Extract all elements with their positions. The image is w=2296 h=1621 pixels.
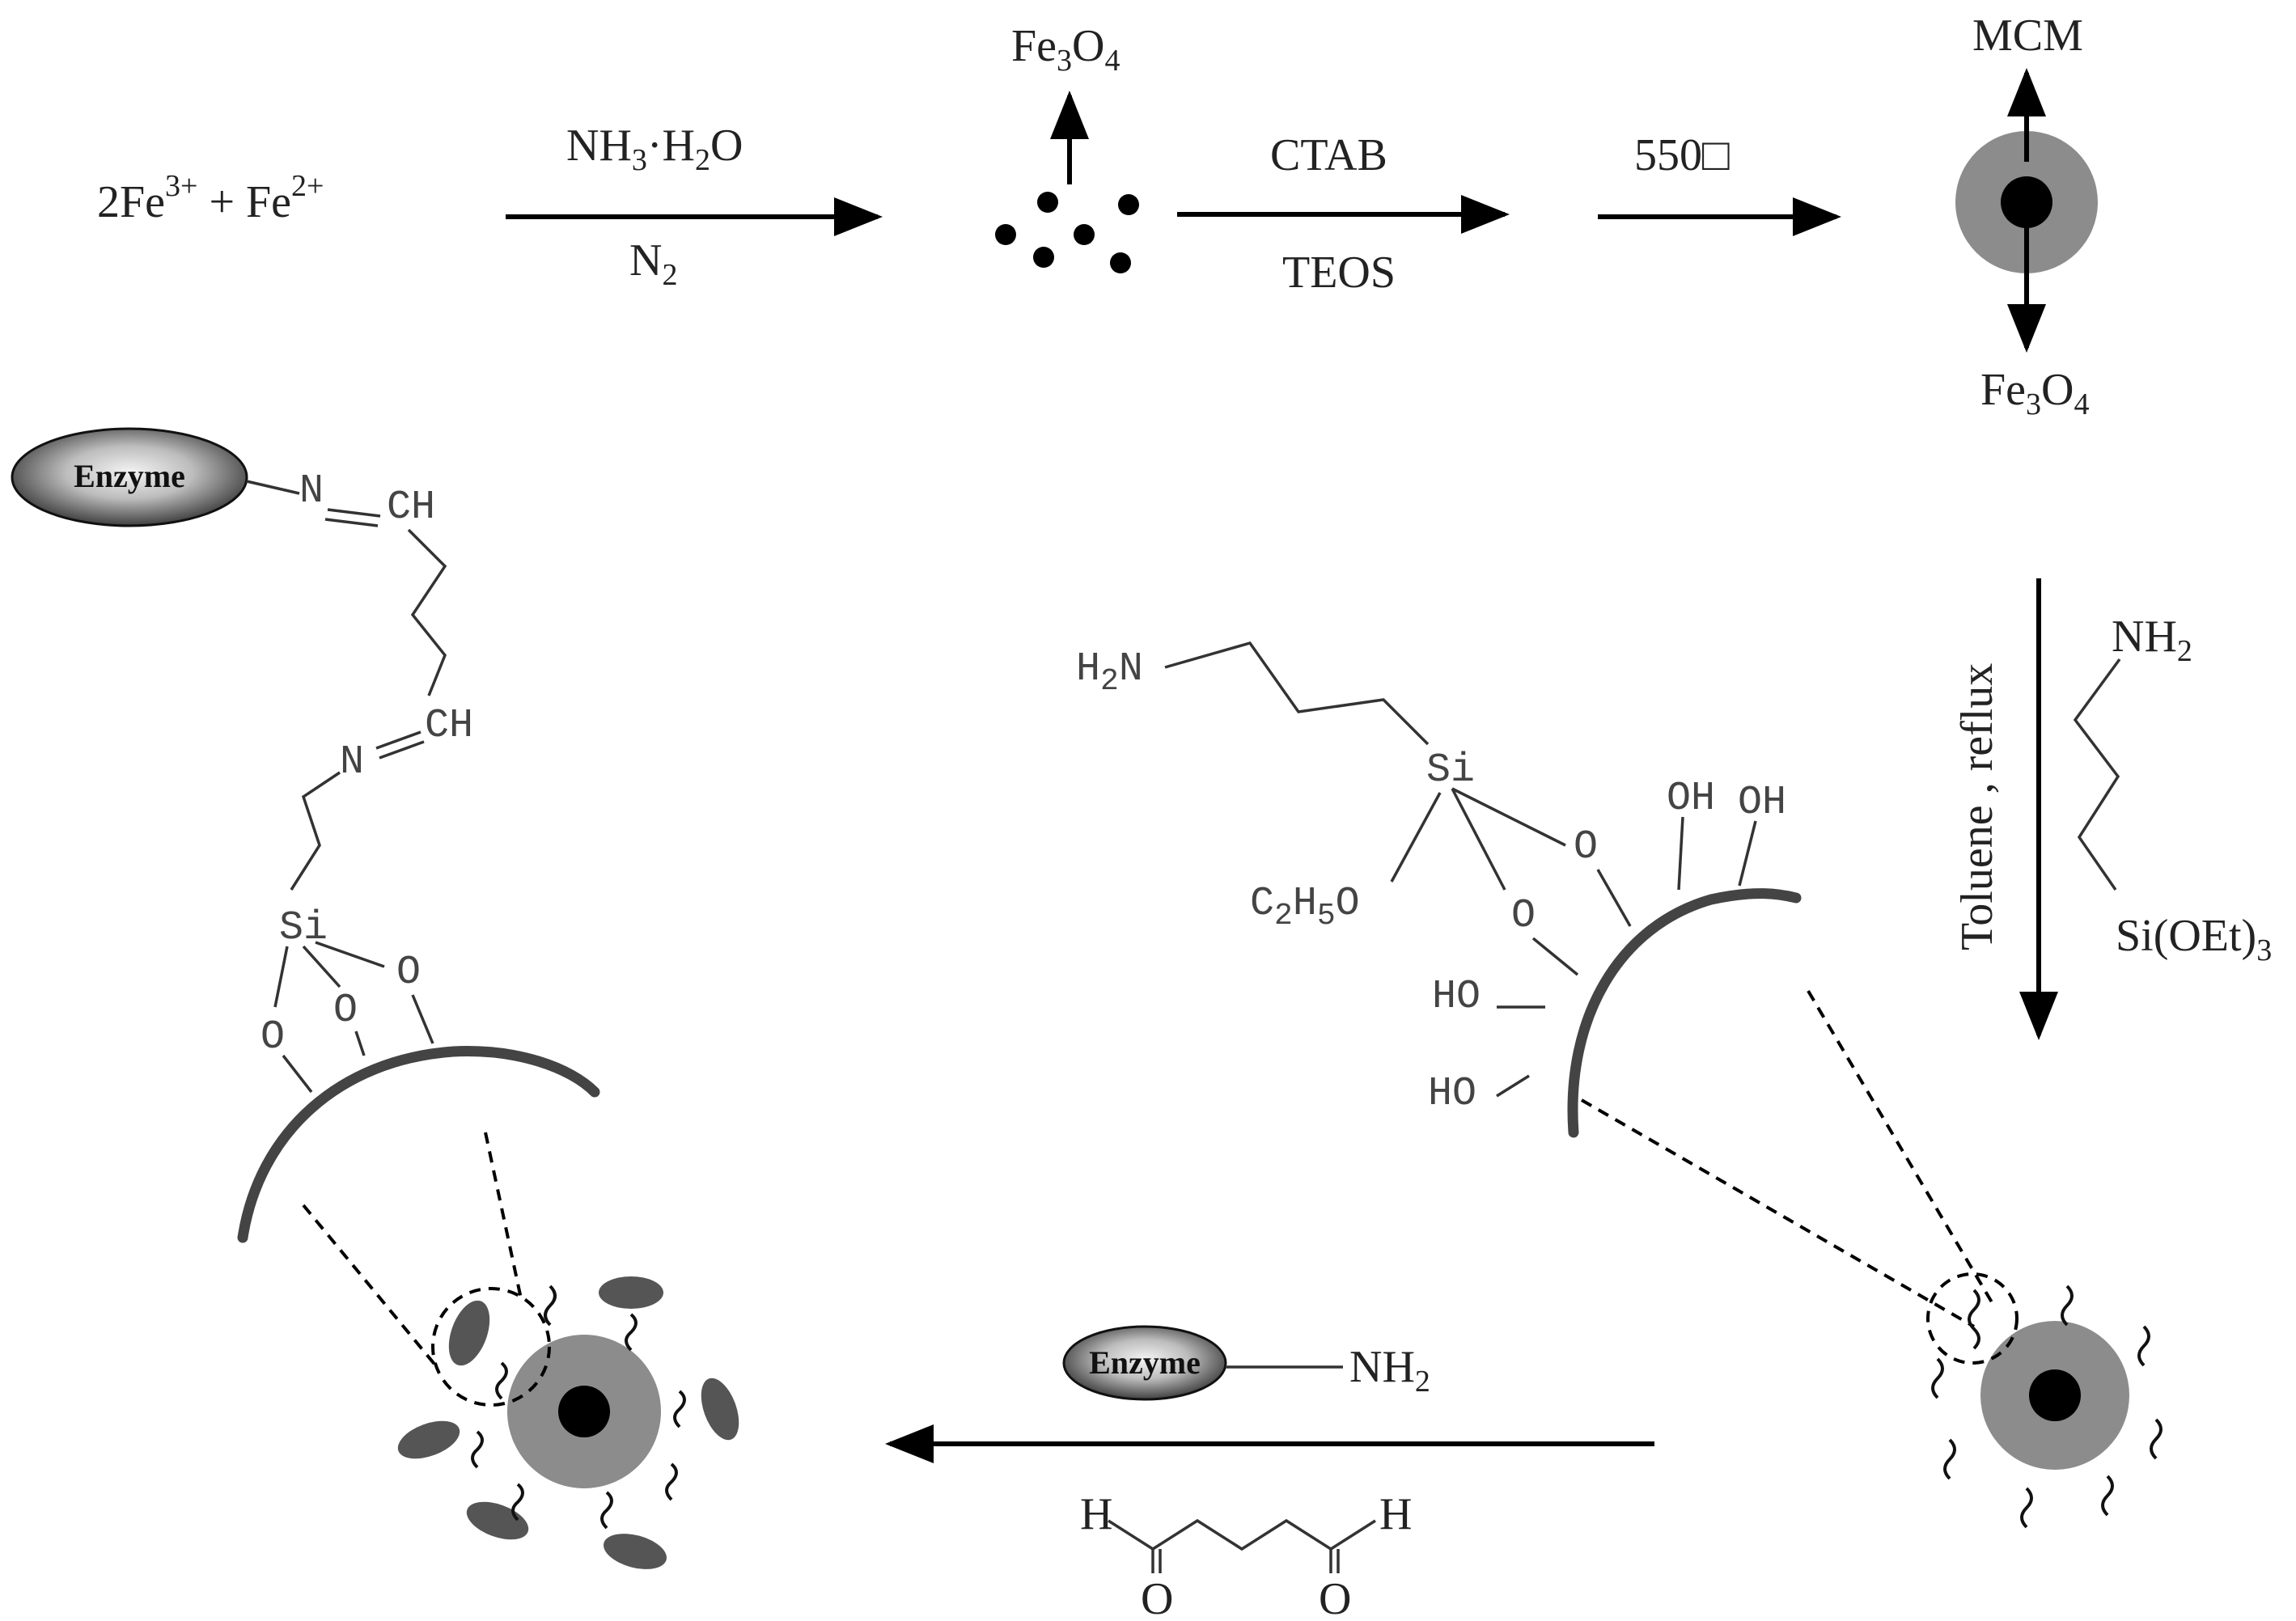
aldehyde-h-right: H bbox=[1379, 1489, 1412, 1539]
enzyme-ellipse-top bbox=[11, 427, 248, 527]
reactants: 2Fe3+ + Fe2+ bbox=[97, 169, 324, 227]
oxygen-2: O bbox=[1511, 893, 1536, 939]
core-shell-particle: MCM Fe3O4 bbox=[1955, 11, 2098, 421]
imine-ch-2: CH bbox=[425, 703, 473, 749]
hydroxyl-3: HO bbox=[1432, 974, 1481, 1020]
immobilized-enzyme-structure: Enzyme N CH CH N Si O O O bbox=[11, 427, 600, 1369]
step4-arrow: Toluene , reflux NH2 Si(OEt)3 bbox=[1952, 578, 2272, 1040]
enzyme-nh2: NH2 bbox=[1349, 1342, 1430, 1399]
surface-arc-left bbox=[237, 1046, 600, 1243]
fe3o4-nanoparticles: Fe3O4 bbox=[995, 21, 1139, 273]
hydroxyl-1: OH bbox=[1667, 776, 1715, 822]
imine-n-2: N bbox=[340, 739, 364, 785]
oxygen-1: O bbox=[1574, 824, 1598, 870]
core-fe3o4-label: Fe3O4 bbox=[1980, 365, 2089, 421]
step1-reagent-nh3h2o: NH3·H2O bbox=[566, 121, 743, 177]
step1-arrow: NH3·H2O N2 bbox=[506, 121, 883, 292]
mcm-label: MCM bbox=[1972, 11, 2083, 61]
svg-text:2Fe3+ + Fe2+: 2Fe3+ + Fe2+ bbox=[97, 169, 324, 227]
step2-teos: TEOS bbox=[1282, 248, 1396, 298]
enzyme-label: Enzyme bbox=[1089, 1344, 1201, 1381]
enzyme-top-label: Enzyme bbox=[74, 458, 185, 494]
h2n-group: H2N bbox=[1076, 646, 1143, 699]
aldehyde-h-left: H bbox=[1080, 1489, 1112, 1539]
enzyme-ellipse bbox=[1062, 1325, 1227, 1401]
fe3o4-label: Fe3O4 bbox=[1011, 21, 1120, 78]
enzyme-immobilized-particle bbox=[397, 1276, 739, 1569]
ethoxy-group: C2H5O bbox=[1250, 881, 1360, 933]
oxygen-left-3: O bbox=[261, 1014, 285, 1060]
aptes-nh2: NH2 bbox=[2112, 612, 2192, 668]
imine-n-1: N bbox=[299, 468, 324, 514]
imine-ch-1: CH bbox=[387, 485, 435, 531]
oxygen-left-1: O bbox=[396, 950, 421, 996]
hydroxyl-4: HO bbox=[1428, 1071, 1476, 1117]
hydroxyl-2: OH bbox=[1738, 780, 1786, 826]
step2-ctab: CTAB bbox=[1270, 130, 1387, 180]
step3-temperature: 550□ bbox=[1634, 130, 1730, 180]
step1-condition-n2: N2 bbox=[629, 235, 677, 292]
aldehyde-o-left: O bbox=[1141, 1574, 1173, 1621]
amino-functionalized-surface: H2N Si C2H5O O O OH OH HO HO bbox=[1076, 641, 1996, 1328]
aldehyde-o-right: O bbox=[1319, 1574, 1351, 1621]
step3-arrow: 550□ bbox=[1598, 130, 1841, 236]
surface-arc bbox=[1567, 888, 1802, 1138]
oxygen-left-2: O bbox=[333, 988, 358, 1034]
si-atom: Si bbox=[1426, 747, 1475, 794]
step5-arrow: Enzyme NH2 H H O O bbox=[885, 1325, 1654, 1621]
step4-toluene-reflux: Toluene , reflux bbox=[1952, 663, 2002, 950]
fe3o4-core bbox=[2001, 176, 2052, 228]
aptes-si-oet3: Si(OEt)3 bbox=[2116, 911, 2272, 967]
step2-arrow: CTAB TEOS bbox=[1177, 130, 1510, 298]
amino-functionalized-particle bbox=[1926, 1272, 2163, 1529]
